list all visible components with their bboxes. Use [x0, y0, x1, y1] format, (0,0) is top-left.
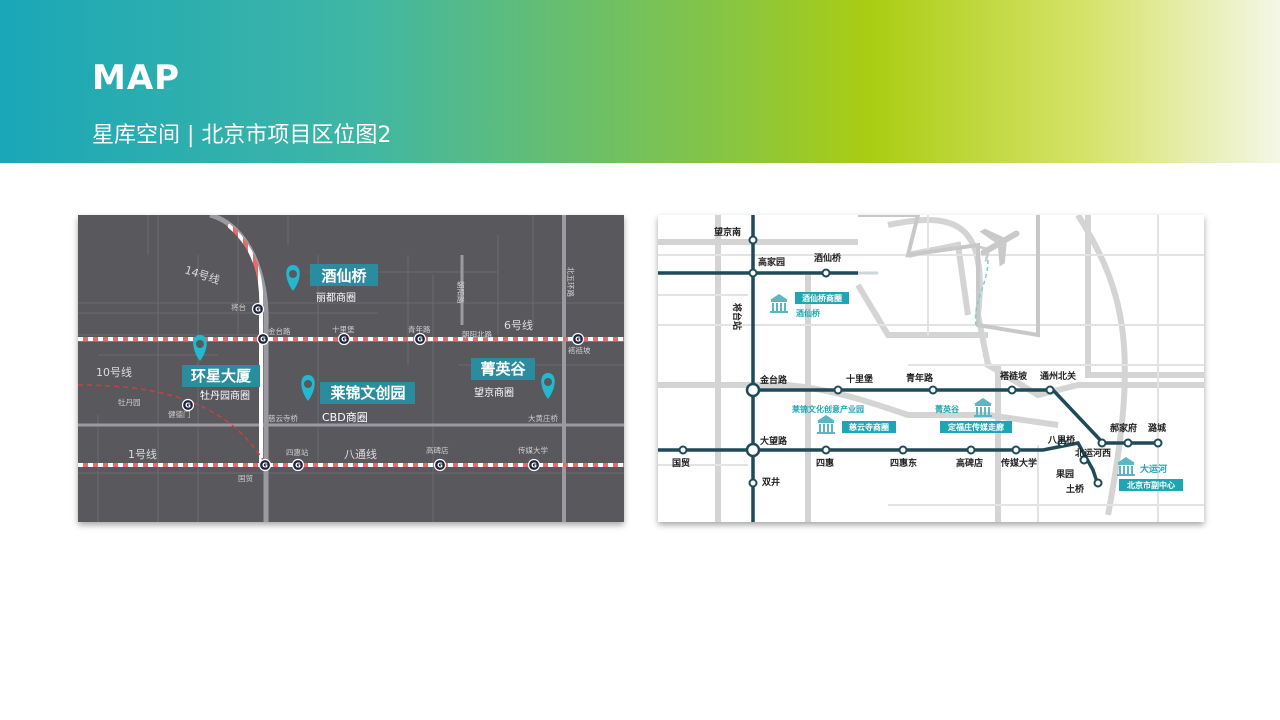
badge-jiuxianqiao: 酒仙桥商圈	[802, 293, 842, 303]
airport-link	[974, 259, 989, 326]
pin-label: 酒仙桥	[321, 267, 367, 285]
pin-huanxing[interactable]: 环星大厦 牡丹园商圈	[182, 335, 260, 402]
page-subtitle: 星库空间 | 北京市项目区位图2	[92, 123, 392, 148]
station-guoyuan: 果园	[1055, 469, 1074, 480]
station-chuanmei: 传媒大学	[1000, 457, 1037, 469]
station-jintai: 金台路	[268, 326, 291, 336]
pin-label: 环星大厦	[191, 367, 252, 385]
station-sihui: 四惠	[816, 457, 834, 469]
station-qingnian: 青年路	[906, 372, 934, 384]
poi-laijin: 莱锦文化创意产业园	[792, 404, 864, 414]
station-dahuangzhuang: 大黄庄桥	[528, 413, 558, 423]
station-tuqiao: 土桥	[1066, 483, 1085, 495]
pin-sublabel: 望京商圈	[474, 386, 514, 399]
station-shilipu: 十里堡	[332, 324, 355, 334]
pin-label: 菁英谷	[480, 360, 526, 378]
line-10-label: 10号线	[96, 365, 132, 379]
metro-icon-chuanmei	[527, 458, 541, 472]
line-14-label: 14号线	[183, 263, 222, 287]
metro-lines	[658, 215, 1158, 522]
pin-laijin[interactable]: 莱锦文创园 CBD商圈	[301, 375, 415, 424]
station-baliqiao: 八里桥	[1047, 434, 1076, 446]
badge-ciyunsi: 慈云寺商圈	[849, 422, 889, 432]
road-grid	[78, 215, 624, 522]
station-ciyunsi: 慈云寺桥	[268, 413, 298, 423]
airplane-icon	[975, 228, 1020, 267]
station-beiyunhexi: 北运河西	[1075, 447, 1111, 459]
location-pin-icon	[286, 265, 300, 291]
station-jiandemen: 健德门	[168, 409, 191, 419]
pin-sublabel: 牡丹园商圈	[200, 389, 250, 402]
station-gaobeidian: 高碑店	[426, 445, 449, 455]
metro-icon-sihui	[291, 458, 305, 472]
metro-icon-guomao	[258, 458, 272, 472]
station-wangjingnan: 望京南	[714, 226, 741, 238]
location-pin-icon	[193, 335, 207, 361]
location-pin-icon	[301, 375, 315, 401]
badge-subcenter: 北京市副中心	[1127, 480, 1175, 490]
main-roads	[78, 215, 624, 522]
metro-icon-jintai	[256, 332, 270, 346]
station-jintai: 金台路	[759, 374, 788, 386]
building-icon-jiuxianqiao	[770, 294, 788, 313]
left-map-svg: G	[78, 215, 624, 522]
metro-icon-gaobeidian	[433, 458, 447, 472]
station-guomao: 国贸	[238, 473, 253, 483]
pin-sublabel: CBD商圈	[322, 410, 368, 424]
station-shilipu: 十里堡	[846, 373, 873, 385]
road-chaoyang: 朝阳路	[456, 281, 466, 304]
station-dalu: 褡裢坡	[1000, 370, 1028, 382]
header-banner: MAP MAP 星库空间 | 北京市项目区位图2	[0, 0, 1280, 163]
metro-icon-qingnian	[413, 332, 427, 346]
station-chaoyangbei: 朝阳北路	[462, 329, 492, 339]
station-qingnian: 青年路	[408, 324, 431, 334]
road-beiwu: 北五环路	[566, 267, 576, 297]
poi-dayunhe: 大运河	[1140, 463, 1167, 475]
station-shuangjing: 双井	[762, 476, 780, 488]
pin-sublabel: 丽都商圈	[316, 291, 356, 304]
station-jiangtai: 将台	[231, 302, 246, 312]
station-gaojiayuan: 高家园	[758, 256, 785, 268]
right-map-svg: 望京南 高家园 酒仙桥 将台站 金台路 十里堡 青年路 褡裢坡 通州北关 大望路…	[658, 215, 1204, 522]
line-batong-track	[78, 463, 624, 467]
line-6-label: 6号线	[504, 318, 533, 332]
station-jiangtaizhan: 将台站	[731, 303, 743, 330]
station-tongzhoubeiguan: 通州北关	[1040, 370, 1076, 382]
line-6-track	[78, 337, 624, 341]
metro-icon-dalu	[571, 332, 585, 346]
metro-icon-jiangtai	[251, 302, 265, 316]
pin-label: 莱锦文创园	[330, 384, 405, 402]
station-dawanglu: 大望路	[760, 435, 788, 447]
station-haojiafu: 郝家府	[1110, 422, 1137, 434]
poi-jingyinggu: 菁英谷	[935, 404, 960, 414]
poi-jiuxianqiao: 酒仙桥	[796, 308, 821, 318]
station-sihuizhan: 四惠站	[286, 447, 309, 457]
building-icon-laijin	[817, 415, 835, 434]
line-14-track	[226, 223, 264, 465]
left-map-panel: G	[78, 215, 624, 522]
page-title: MAP	[92, 58, 181, 98]
station-gaobeidian: 高碑店	[956, 457, 983, 469]
pin-jiuxianqiao[interactable]: 酒仙桥 丽都商圈	[286, 264, 378, 304]
station-mudanyuan: 牡丹园	[118, 397, 141, 407]
pin-jingyinggu[interactable]: 菁英谷 望京商圈	[471, 358, 555, 399]
station-dongxia: 潞城	[1148, 422, 1166, 434]
station-jiuxianqiao: 酒仙桥	[814, 252, 842, 264]
page-title-reflection: MAP	[92, 76, 181, 96]
line-batong-label: 八通线	[344, 447, 377, 461]
station-dalu: 褡裢坡	[568, 345, 591, 355]
badge-dingfuzhuang: 定福庄传媒走廊	[947, 422, 1004, 432]
right-map-panel: 望京南 高家园 酒仙桥 将台站 金台路 十里堡 青年路 褡裢坡 通州北关 大望路…	[658, 215, 1204, 522]
metro-icon-mudanyuan	[181, 398, 195, 412]
metro-icon-shilipu	[337, 332, 351, 346]
location-pin-icon	[541, 373, 555, 399]
station-guomao: 国贸	[672, 457, 690, 469]
station-chuanmei: 传媒大学	[518, 445, 548, 455]
line-1-label: 1号线	[128, 447, 157, 461]
station-sihuidong: 四惠东	[890, 457, 917, 469]
